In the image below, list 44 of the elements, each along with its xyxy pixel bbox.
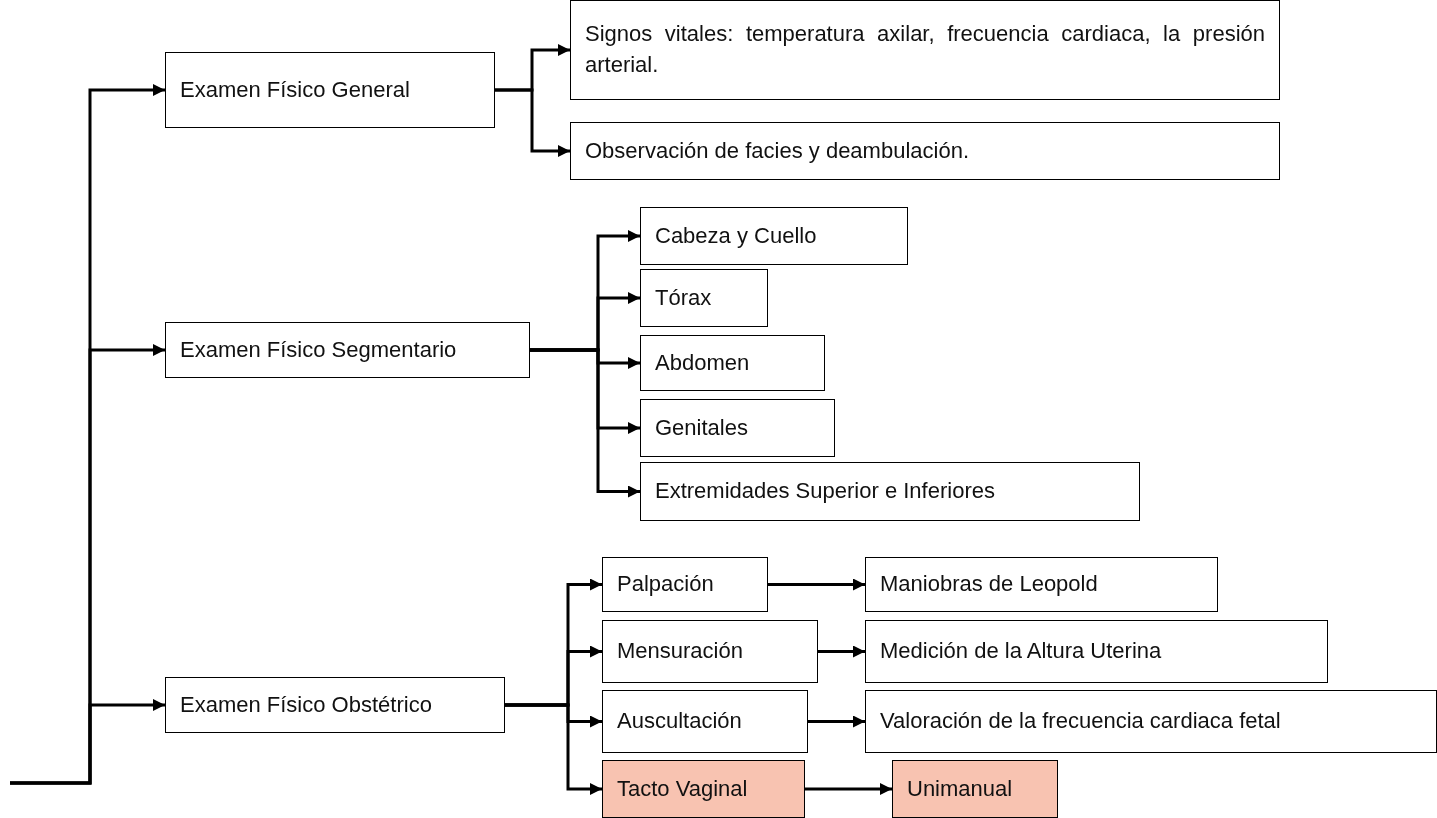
arrow bbox=[495, 88, 570, 157]
arrow bbox=[808, 715, 865, 728]
arrow bbox=[10, 699, 165, 785]
box-label: Maniobras de Leopold bbox=[880, 570, 1099, 599]
process-box bbox=[865, 557, 1218, 612]
box-label: Abdomen bbox=[655, 348, 751, 377]
box-label: Genitales bbox=[655, 413, 749, 442]
box-label: Observación de facies y deambulación. bbox=[585, 136, 970, 165]
box-label: Valoración de la frecuencia cardiaca fetal bbox=[880, 707, 1282, 736]
box-label: Mensuración bbox=[617, 637, 744, 666]
process-box bbox=[640, 207, 908, 265]
process-box bbox=[165, 677, 505, 733]
box-label: Signos vitales: temperatura axilar, frecuencia cardiaca, la presión arterial. bbox=[585, 20, 1265, 79]
process-box bbox=[602, 620, 818, 683]
box-label: Examen Físico Obstétrico bbox=[180, 690, 433, 719]
arrow bbox=[768, 578, 865, 591]
process-box bbox=[640, 335, 825, 391]
process-box bbox=[602, 760, 805, 818]
process-box bbox=[602, 690, 808, 753]
process-box bbox=[570, 0, 1280, 100]
process-box bbox=[865, 690, 1437, 753]
process-box bbox=[640, 269, 768, 327]
box-label: Medición de la Altura Uterina bbox=[880, 637, 1163, 666]
process-box bbox=[640, 399, 835, 457]
process-box bbox=[570, 122, 1280, 180]
process-box bbox=[865, 620, 1328, 683]
box-label: Auscultación bbox=[617, 707, 743, 736]
box-label: Unimanual bbox=[907, 774, 1014, 803]
arrow bbox=[805, 783, 892, 795]
box-label: Extremidades Superior e Inferiores bbox=[655, 477, 996, 506]
process-box bbox=[165, 322, 530, 378]
arrow bbox=[818, 645, 865, 658]
box-label: Examen Físico General bbox=[180, 75, 411, 104]
process-box bbox=[892, 760, 1058, 818]
process-box bbox=[640, 462, 1140, 521]
box-label: Palpación bbox=[617, 570, 715, 599]
box-label: Tacto Vaginal bbox=[617, 774, 749, 803]
box-label: Tórax bbox=[655, 283, 713, 312]
process-box bbox=[602, 557, 768, 612]
process-box bbox=[165, 52, 495, 128]
arrow bbox=[505, 703, 602, 795]
arrow bbox=[530, 348, 640, 498]
box-label: Cabeza y Cuello bbox=[655, 221, 818, 250]
box-label: Examen Físico Segmentario bbox=[180, 335, 458, 364]
